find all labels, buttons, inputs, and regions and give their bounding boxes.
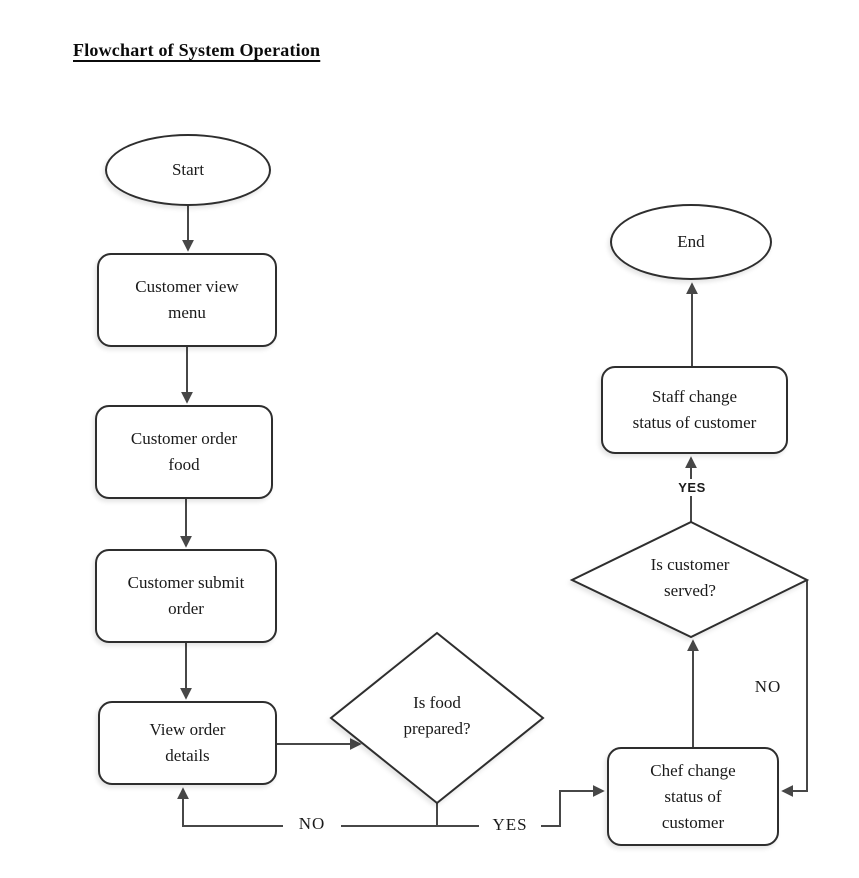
node-chef-change-status-label: Chef change status of customer	[650, 758, 735, 836]
node-staff-change-status: Staff change status of customer	[601, 366, 788, 454]
node-label-line: Customer order	[130, 429, 238, 448]
node-view-order-details-label: View order details	[150, 717, 226, 769]
node-label-line: status of customer	[632, 413, 757, 432]
node-label-line: Chef change	[650, 760, 736, 780]
edge-label-served-no: NO	[754, 677, 782, 696]
node-label-line: Customer submit	[127, 573, 245, 592]
node-label-line: customer	[661, 812, 725, 832]
edge-label-food-no: NO	[283, 813, 341, 835]
node-label-line: prepared?	[403, 719, 471, 738]
node-start-label: Start	[172, 157, 204, 183]
node-label-line: details	[165, 746, 210, 765]
node-end: End	[610, 204, 772, 280]
node-label-line: order	[168, 599, 204, 618]
node-label-line: View order	[149, 720, 226, 739]
node-label-line: Is food	[413, 693, 461, 712]
node-label-line: Staff change	[651, 387, 738, 406]
node-label-line: served?	[664, 581, 716, 600]
page-title: Flowchart of System Operation	[73, 40, 321, 60]
node-customer-served-label: Is customer served?	[620, 552, 760, 604]
node-label-line: status of	[664, 786, 722, 806]
edge-label-served-yes: YES	[665, 479, 719, 496]
node-label-line: Is customer	[650, 555, 730, 574]
edge-label-food-yes: YES	[479, 814, 541, 836]
node-customer-submit-order-label: Customer submit order	[128, 570, 245, 622]
node-customer-order-food-label: Customer order food	[131, 426, 237, 478]
node-label-line: Customer view	[135, 277, 239, 296]
node-label-line: menu	[168, 303, 206, 322]
node-label-line: Start	[171, 160, 205, 179]
node-customer-order-food: Customer order food	[95, 405, 273, 499]
node-food-prepared-label: Is food prepared?	[367, 690, 507, 742]
node-customer-view-menu: Customer view menu	[97, 253, 277, 347]
node-end-label: End	[677, 229, 704, 255]
node-staff-change-status-label: Staff change status of customer	[633, 384, 757, 436]
node-label-line: End	[677, 232, 705, 251]
node-chef-change-status: Chef change status of customer	[607, 747, 779, 846]
node-start: Start	[105, 134, 271, 206]
node-label-line: food	[168, 455, 200, 474]
node-customer-submit-order: Customer submit order	[95, 549, 277, 643]
node-view-order-details: View order details	[98, 701, 277, 785]
node-customer-view-menu-label: Customer view menu	[135, 274, 238, 326]
